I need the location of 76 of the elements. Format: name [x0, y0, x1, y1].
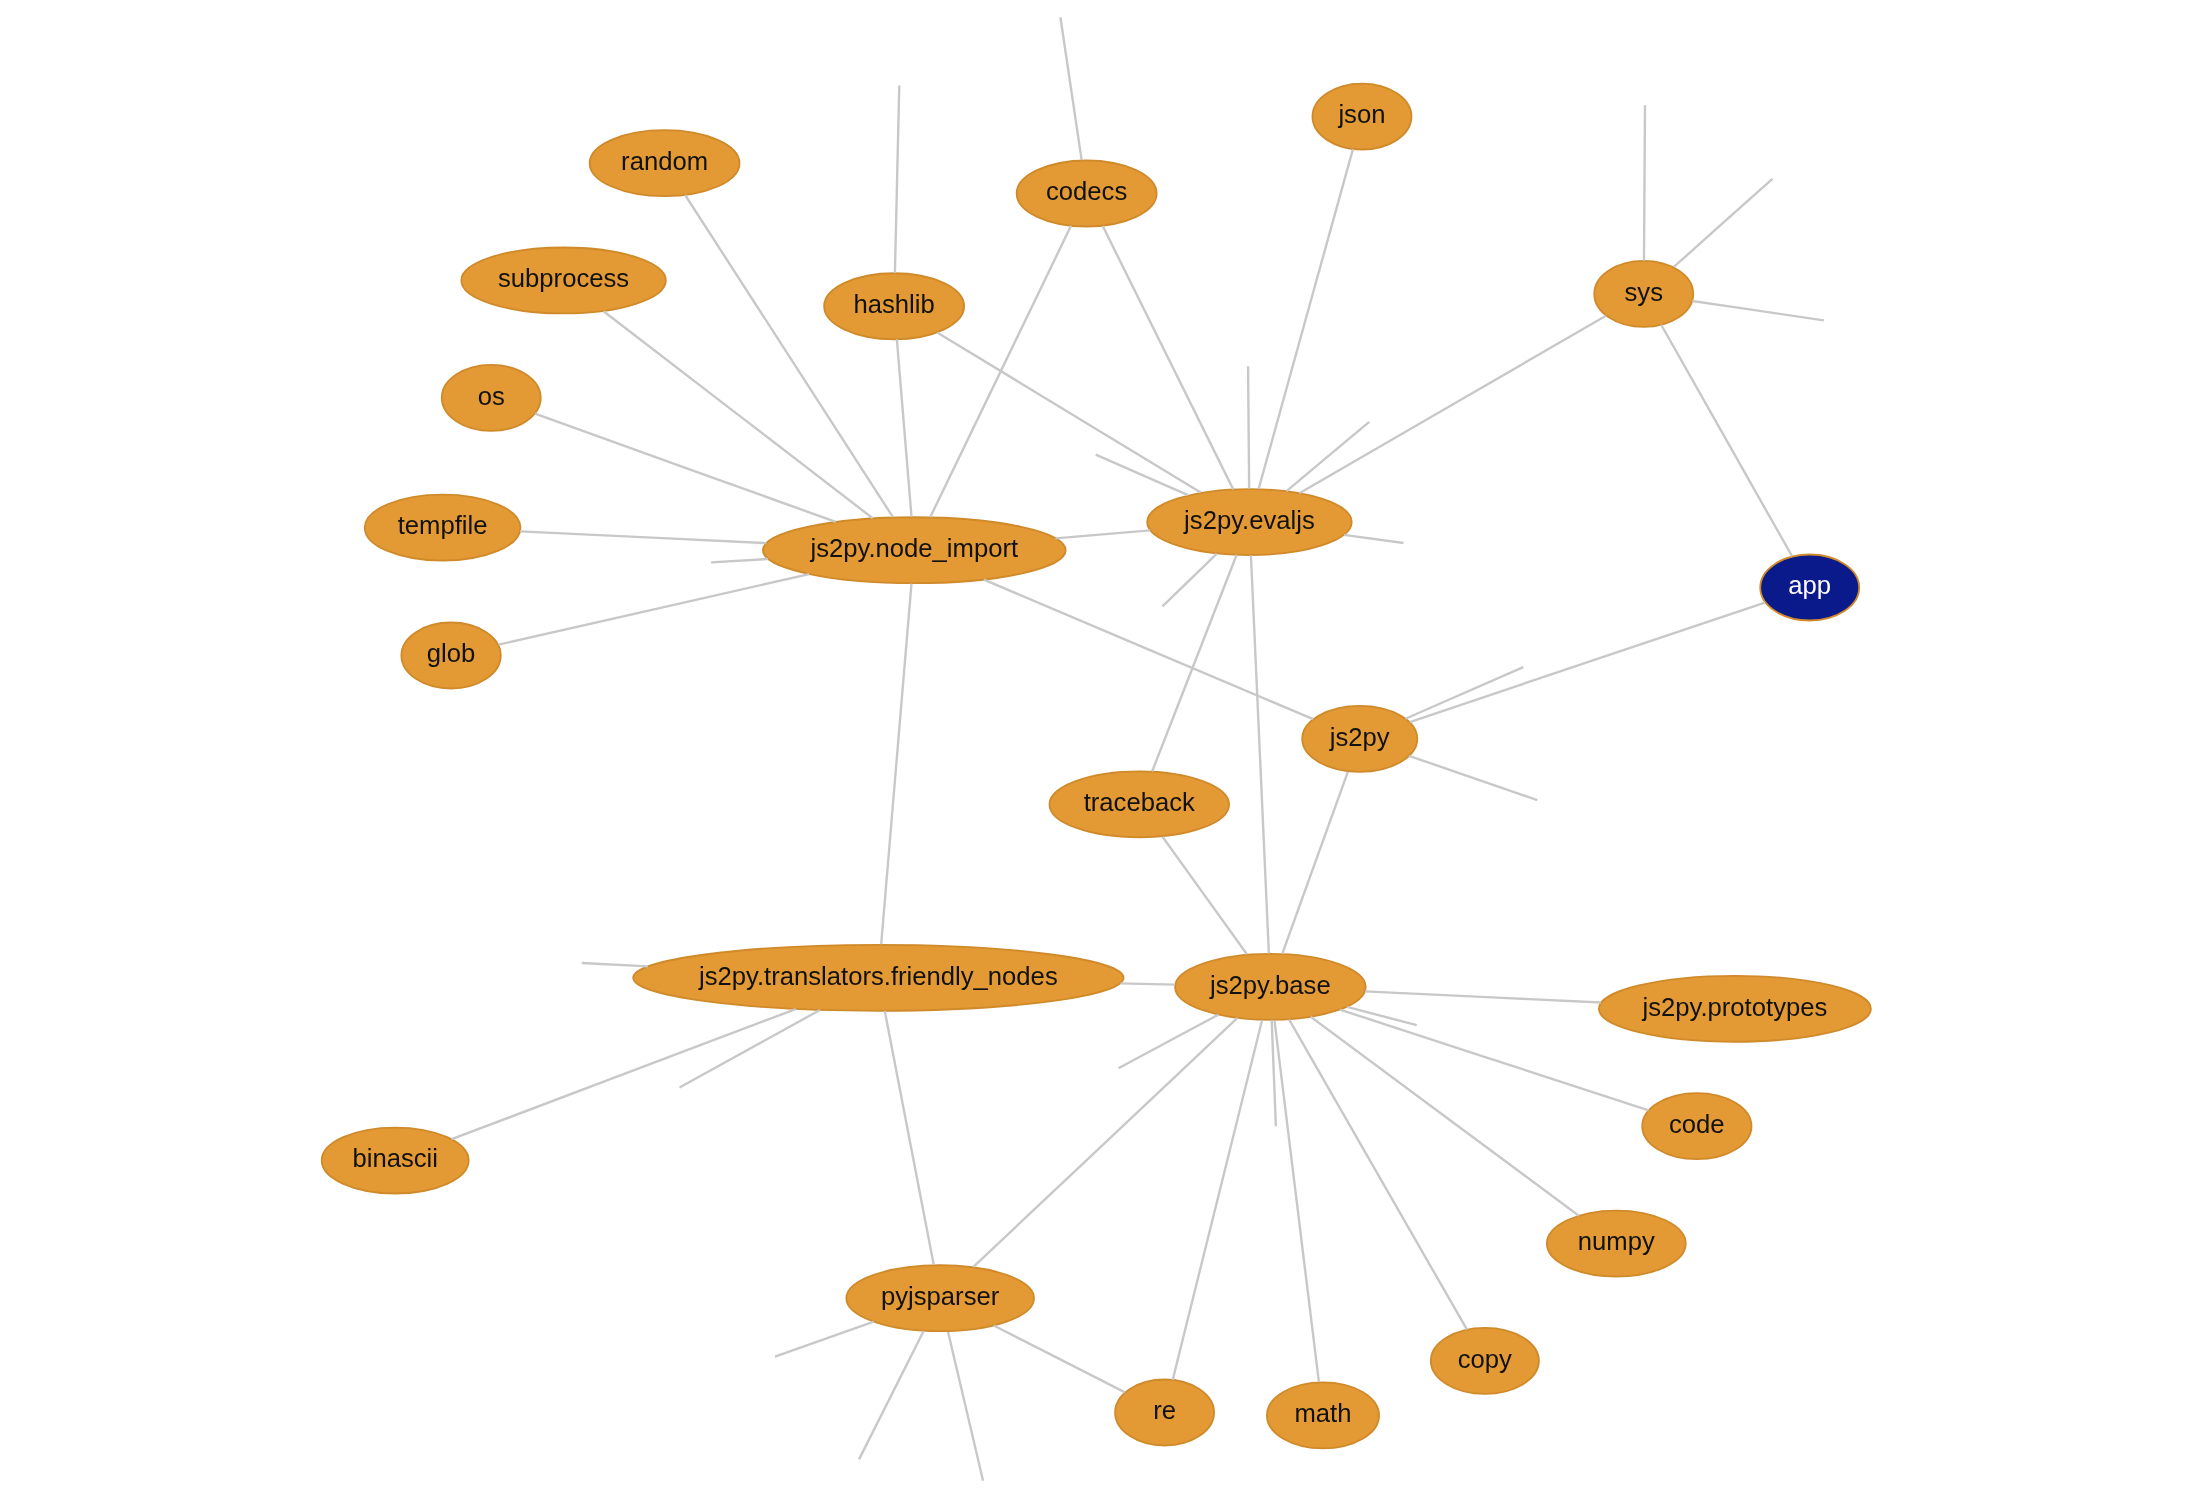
connector [1343, 533, 1404, 545]
connector [774, 1320, 875, 1358]
node-ellipse: os [440, 363, 542, 432]
connector [1408, 754, 1538, 802]
node-ellipse: re [1114, 1378, 1215, 1447]
connector [1364, 990, 1601, 1004]
connector [893, 85, 901, 274]
connector [1298, 314, 1607, 495]
connector [1281, 771, 1349, 955]
connector [1161, 552, 1218, 608]
connector [993, 1324, 1126, 1394]
connector [936, 331, 1202, 494]
connector [1055, 529, 1151, 540]
connector [1117, 1013, 1220, 1070]
node-ellipse: js2py.prototypes [1598, 974, 1872, 1043]
connector [1409, 601, 1766, 724]
node-ellipse: app [1759, 553, 1861, 622]
connector [451, 1007, 797, 1141]
node-ellipse: hashlib [823, 272, 966, 341]
connector [711, 557, 769, 564]
connector [498, 572, 810, 646]
connector [1246, 366, 1251, 489]
connector [1673, 177, 1774, 268]
connector [1660, 324, 1794, 557]
connector [929, 225, 1073, 518]
connector [1095, 453, 1189, 497]
node-ellipse: binascii [320, 1126, 470, 1195]
connector [895, 339, 913, 517]
connector [1346, 1005, 1418, 1027]
connector [678, 1008, 821, 1089]
node-ellipse: codecs [1015, 159, 1158, 228]
connector [1161, 836, 1248, 955]
node-ellipse: code [1641, 1092, 1753, 1161]
connector [1059, 17, 1083, 161]
connector [883, 1010, 935, 1266]
connector [520, 530, 767, 545]
connector [1285, 420, 1370, 492]
node-ellipse: js2py.base [1174, 952, 1367, 1021]
connector [1249, 555, 1271, 954]
connector [1288, 1018, 1469, 1331]
connector [1273, 1020, 1321, 1383]
connector [581, 961, 649, 968]
connector [1101, 225, 1235, 490]
connector [1310, 1015, 1580, 1217]
node-ellipse: random [588, 129, 741, 198]
connector [880, 583, 913, 945]
node-ellipse: glob [400, 621, 502, 690]
connector [1151, 554, 1238, 772]
node-ellipse: js2py.node_import [762, 516, 1067, 585]
connector [858, 1330, 925, 1460]
node-ellipse: pyjsparser [845, 1264, 1035, 1333]
connector [684, 194, 894, 518]
connector [1405, 665, 1524, 720]
connector [946, 1331, 985, 1481]
connector [1171, 1020, 1264, 1381]
connector [602, 310, 874, 520]
connector [1642, 105, 1647, 261]
node-ellipse: math [1266, 1381, 1380, 1450]
connector [972, 1017, 1239, 1268]
connector [534, 412, 837, 524]
connector [1270, 1020, 1278, 1127]
node-ellipse: json [1311, 82, 1413, 151]
node-ellipse: copy [1429, 1326, 1540, 1395]
connector [1339, 1008, 1649, 1112]
node-ellipse: js2py.evaljs [1146, 488, 1353, 556]
node-ellipse: tempfile [363, 493, 522, 562]
node-ellipse: subprocess [460, 246, 667, 315]
node-ellipse: sys [1593, 260, 1695, 328]
connector [1692, 299, 1824, 322]
node-ellipse: traceback [1048, 770, 1230, 839]
node-ellipse: numpy [1545, 1209, 1687, 1278]
node-ellipse: js2py [1301, 704, 1419, 773]
connector [983, 578, 1314, 721]
connector [1120, 982, 1175, 986]
connector [1257, 148, 1355, 490]
node-ellipse: js2py.translators.friendly_nodes [632, 943, 1125, 1012]
